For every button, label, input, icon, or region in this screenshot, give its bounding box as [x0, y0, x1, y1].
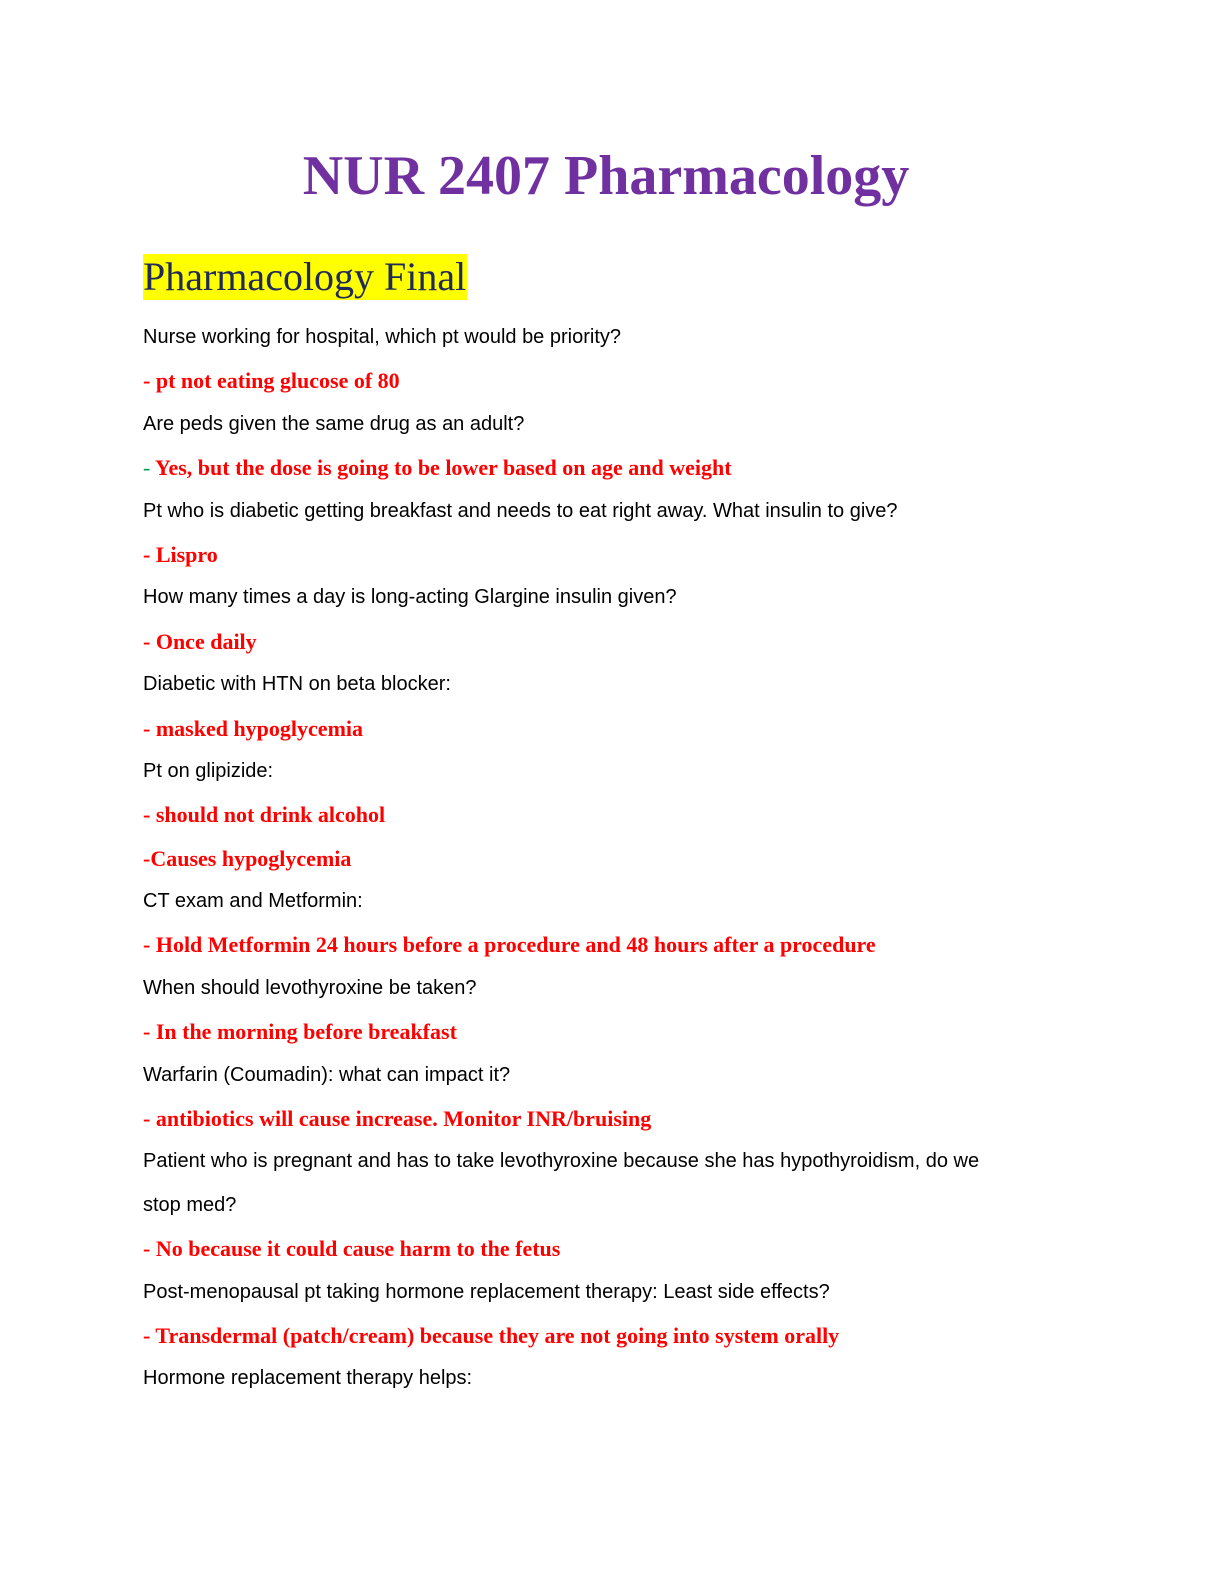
question-text: Hormone replacement therapy helps:: [143, 1367, 473, 1390]
question-line: Nurse working for hospital, which pt wou…: [143, 316, 1103, 359]
qa-list: Nurse working for hospital, which pt wou…: [143, 316, 1103, 1401]
answer-dash: -: [143, 1322, 151, 1348]
question-text: Are peds given the same drug as an adult…: [143, 412, 525, 435]
answer-text: should not drink alcohol: [150, 802, 386, 828]
answer-dash: -: [143, 932, 151, 958]
answer-text: antibiotics will cause increase. Monitor…: [150, 1106, 652, 1132]
question-text: When should levothyroxine be taken?: [143, 976, 477, 999]
answer-dash: -: [143, 802, 151, 828]
question-text: Nurse working for hospital, which pt wou…: [143, 326, 621, 348]
question-text: Pt on glipizide:: [143, 759, 274, 782]
answer-dash: -: [143, 845, 151, 871]
answer-line: - pt not eating glucose of 80: [143, 359, 1103, 402]
question-text: How many times a day is long-acting Glar…: [143, 586, 677, 609]
answer-line: - No because it could cause harm to the …: [143, 1227, 1103, 1270]
answer-line: - Lispro: [143, 533, 1103, 576]
answer-line: -Causes hypoglycemia: [143, 837, 1103, 880]
answer-line: - Transdermal (patch/cream) because they…: [143, 1314, 1103, 1357]
answer-text: Causes hypoglycemia: [150, 845, 352, 871]
question-line: Hormone replacement therapy helps:: [143, 1357, 1103, 1400]
question-line: Diabetic with HTN on beta blocker:: [143, 663, 1103, 706]
answer-text: Yes, but the dose is going to be lower b…: [150, 455, 732, 481]
answer-dash: -: [143, 1236, 151, 1262]
answer-text: No because it could cause harm to the fe…: [150, 1236, 561, 1262]
answer-dash: -: [143, 455, 151, 481]
question-line: Are peds given the same drug as an adult…: [143, 403, 1103, 446]
question-line: Pt on glipizide:: [143, 750, 1103, 793]
answer-text: Transdermal (patch/cream) because they a…: [150, 1322, 840, 1348]
answer-line: - masked hypoglycemia: [143, 707, 1103, 750]
answer-text: Hold Metformin 24 hours before a procedu…: [150, 932, 876, 958]
question-line: CT exam and Metformin:: [143, 880, 1103, 923]
answer-line: - Yes, but the dose is going to be lower…: [143, 446, 1103, 489]
question-text: Diabetic with HTN on beta blocker:: [143, 673, 451, 696]
question-line: Post-menopausal pt taking hormone replac…: [143, 1271, 1103, 1314]
question-line: Warfarin (Coumadin): what can impact it?: [143, 1054, 1103, 1097]
answer-line: - antibiotics will cause increase. Monit…: [143, 1097, 1103, 1140]
answer-dash: -: [143, 628, 151, 654]
answer-text: Lispro: [150, 541, 218, 567]
answer-line: - should not drink alcohol: [143, 793, 1103, 836]
answer-line: - Once daily: [143, 620, 1103, 663]
section-heading: Pharmacology Final: [143, 254, 468, 300]
document-title: NUR 2407 Pharmacology: [302, 145, 910, 207]
answer-text: masked hypoglycemia: [150, 715, 364, 741]
answer-text: pt not eating glucose of 80: [150, 368, 400, 394]
question-line: How many times a day is long-acting Glar…: [143, 576, 1103, 619]
answer-text: Once daily: [150, 628, 257, 654]
question-line: Patient who is pregnant and has to take …: [143, 1140, 1103, 1183]
question-text: Warfarin (Coumadin): what can impact it?: [143, 1063, 511, 1086]
question-text: stop med?: [143, 1193, 237, 1216]
answer-line: - In the morning before breakfast: [143, 1010, 1103, 1053]
answer-dash: -: [143, 541, 151, 567]
answer-dash: -: [143, 715, 151, 741]
question-text: Post-menopausal pt taking hormone replac…: [143, 1280, 830, 1303]
question-line: When should levothyroxine be taken?: [143, 967, 1103, 1010]
question-text: CT exam and Metformin:: [143, 890, 363, 913]
question-text: Patient who is pregnant and has to take …: [143, 1150, 980, 1173]
answer-dash: -: [143, 368, 151, 394]
question-text: Pt who is diabetic getting breakfast and…: [143, 499, 898, 522]
answer-dash: -: [143, 1019, 151, 1045]
question-line: stop med?: [143, 1184, 1103, 1227]
answer-dash: -: [143, 1106, 151, 1132]
answer-line: - Hold Metformin 24 hours before a proce…: [143, 923, 1103, 966]
question-line: Pt who is diabetic getting breakfast and…: [143, 490, 1103, 533]
answer-text: In the morning before breakfast: [150, 1019, 457, 1045]
